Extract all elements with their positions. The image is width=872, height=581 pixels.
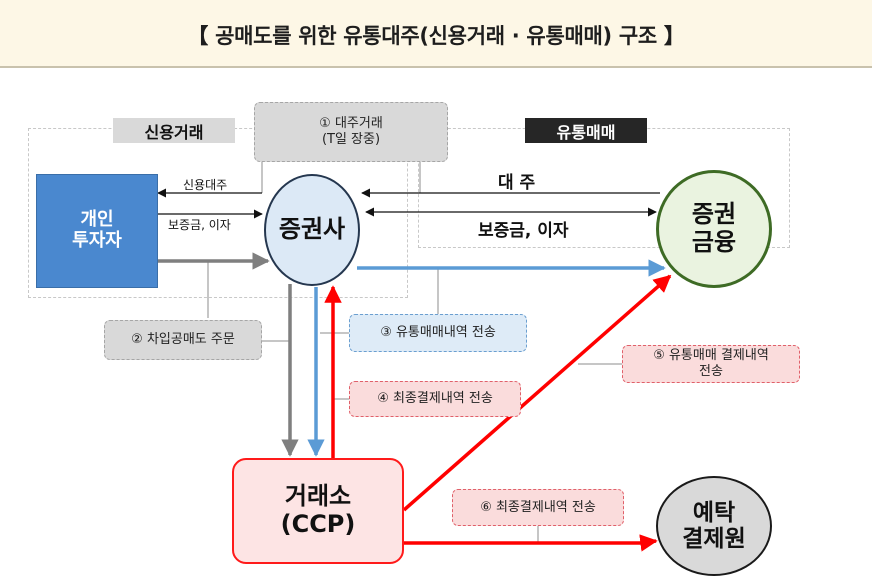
note-distribution-settlement: ⑤ 유통매매 결제내역 전송 <box>622 345 800 383</box>
note-distribution-settlement-line-1: ⑤ 유통매매 결제내역 <box>653 348 769 363</box>
distribution-trading-tag: 유통매매 <box>525 118 647 143</box>
exchange-label: 거래소 <box>284 482 352 511</box>
note-final-settlement-text: ④ 최종결제내역 전송 <box>377 391 493 406</box>
securities-finance-label-1: 증권 <box>691 200 737 229</box>
broker-label: 증권사 <box>278 215 346 244</box>
securities-finance-label-2: 금융 <box>691 228 737 256</box>
note-final-settlement-depository-text: ⑥ 최종결제내역 전송 <box>480 499 596 515</box>
note-lending-trade-line-2: (T일 장중) <box>321 132 381 147</box>
ccp-label: (CCP) <box>280 510 356 538</box>
page-title: 【 공매도를 위한 유통대주(신용거래 · 유통매매) 구조 】 <box>187 24 685 48</box>
credit-lending-label: 신용대주 <box>183 178 228 192</box>
broker-circle: 증권사 <box>264 174 360 286</box>
note-final-settlement: ④ 최종결제내역 전송 <box>349 381 521 417</box>
note-trade-details-text: ③ 유통매매내역 전송 <box>380 325 496 340</box>
note-distribution-settlement-line-2: 전송 <box>699 364 723 379</box>
margin-interest-label: 보증금, 이자 <box>478 221 569 241</box>
exchange-ccp-box: 거래소 (CCP) <box>232 458 404 564</box>
title-bar: 【 공매도를 위한 유통대주(신용거래 · 유통매매) 구조 】 <box>0 0 872 68</box>
individual-investor-box: 개인 투자자 <box>36 174 158 288</box>
lending-label: 대 주 <box>498 173 536 193</box>
note-lending-trade-line-1: ① 대주거래 <box>319 116 383 131</box>
individual-investor-label-1: 개인 <box>80 209 114 231</box>
note-trade-details: ③ 유통매매내역 전송 <box>349 314 527 352</box>
note-short-sale-order-text: ② 차입공매도 주문 <box>131 332 235 347</box>
note-short-sale-order: ② 차입공매도 주문 <box>104 320 262 360</box>
credit-trading-tag: 신용거래 <box>113 118 235 143</box>
note-final-settlement-depository: ⑥ 최종결제내역 전송 <box>452 489 624 526</box>
depository-label-1: 예탁 <box>692 499 736 526</box>
individual-investor-label-2: 투자자 <box>72 230 122 251</box>
securities-finance-circle: 증권 금융 <box>656 170 772 288</box>
margin-interest-small-label: 보증금, 이자 <box>168 218 231 232</box>
depository-label-2: 결제원 <box>682 526 746 552</box>
depository-circle: 예탁 결제원 <box>656 476 772 576</box>
note-lending-trade: ① 대주거래 (T일 장중) <box>254 102 448 162</box>
